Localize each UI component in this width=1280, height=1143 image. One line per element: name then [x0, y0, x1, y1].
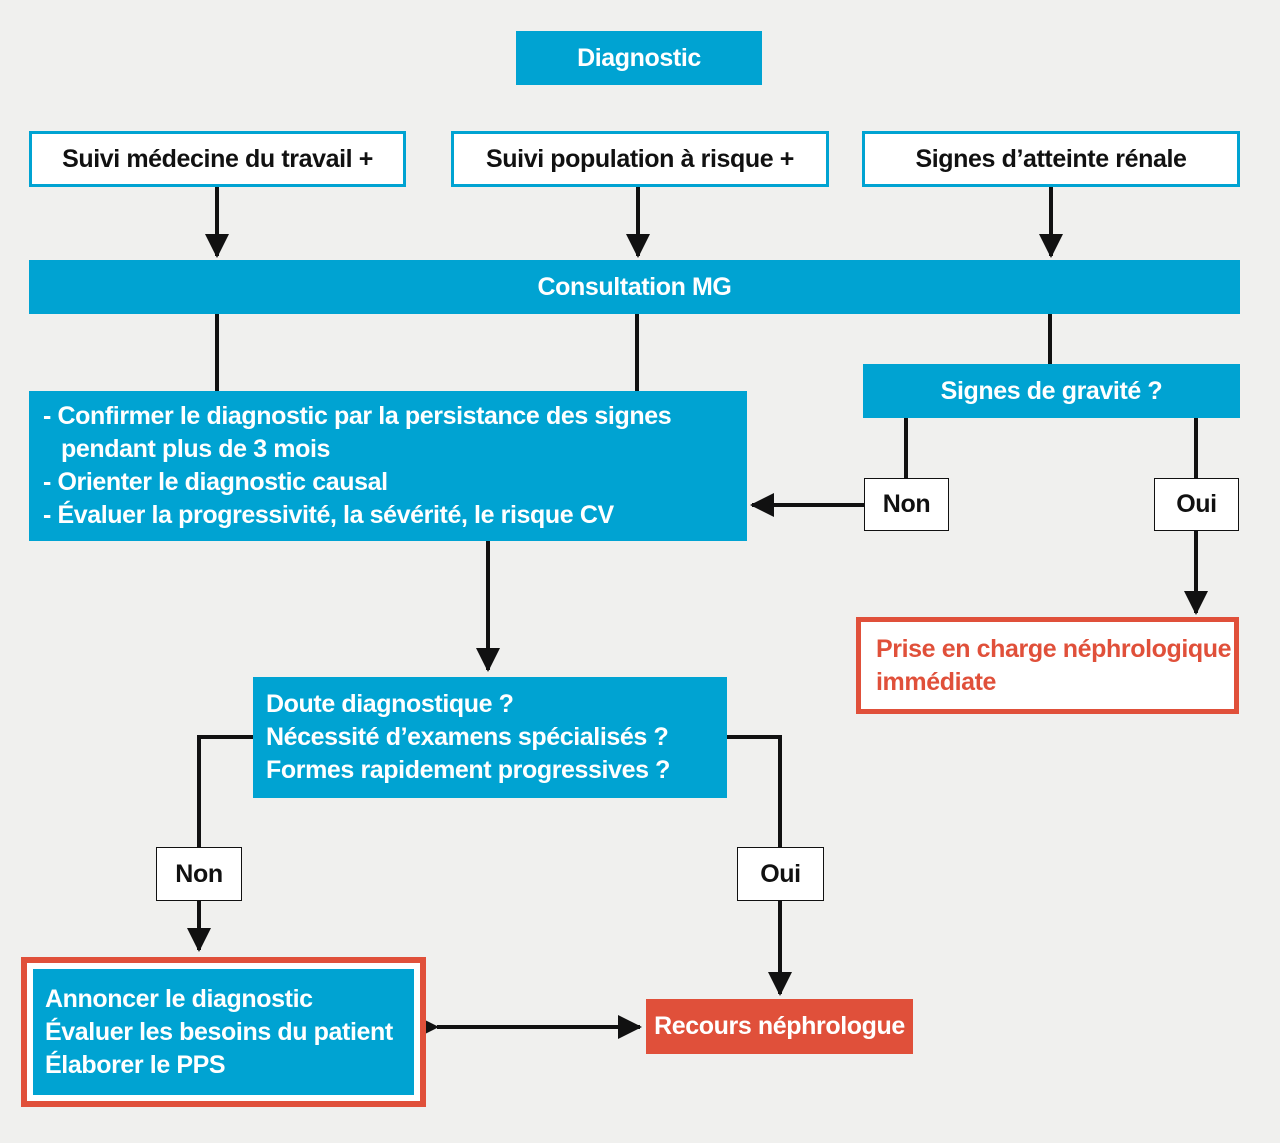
connector-doubt-to-no: [197, 735, 253, 847]
consultation-box: Consultation MG: [29, 260, 1240, 314]
final-actions-box: Annoncer le diagnostic Évaluer les besoi…: [33, 969, 414, 1095]
doubt-question-1: Doute diagnostique ?: [266, 690, 514, 718]
gravity-no-label: Non: [864, 478, 949, 531]
action-evaluate-risk: - Évaluer la progressivité, la sévérité,…: [43, 501, 614, 529]
referral-nephrologist-box: Recours néphrologue: [646, 999, 913, 1054]
doubt-question-2: Nécessité d’examens spécialisés ?: [266, 723, 669, 751]
source-risk-population-box: Suivi population à risque +: [451, 131, 829, 187]
urgent-line-1: Prise en charge néphrologique: [876, 634, 1232, 663]
doubt-questions-box: Doute diagnostique ? Nécessité d’examens…: [253, 677, 727, 798]
final-announce-diagnosis: Annoncer le diagnostic: [45, 984, 313, 1013]
urgent-line-2: immédiate: [876, 667, 997, 696]
action-confirm-diagnosis: - Confirmer le diagnostic par la persist…: [43, 402, 672, 463]
final-actions-frame: Annoncer le diagnostic Évaluer les besoi…: [21, 957, 426, 1107]
doubt-yes-label: Oui: [737, 847, 824, 901]
connector-doubt-to-yes: [727, 735, 782, 847]
source-occupational-health-box: Suivi médecine du travail +: [29, 131, 406, 187]
source-renal-signs-box: Signes d’atteinte rénale: [862, 131, 1240, 187]
gravity-question-box: Signes de gravité ?: [863, 364, 1240, 418]
diagnostic-title-box: Diagnostic: [516, 31, 762, 85]
action-orient-causal: - Orienter le diagnostic causal: [43, 468, 388, 496]
actions-box: - Confirmer le diagnostic par la persist…: [29, 391, 747, 541]
gravity-yes-label: Oui: [1154, 478, 1239, 531]
doubt-question-3: Formes rapidement progressives ?: [266, 756, 671, 784]
final-evaluate-needs: Évaluer les besoins du patient: [45, 1017, 393, 1046]
urgent-nephrology-box: Prise en charge néphrologique immédiate: [856, 617, 1239, 714]
final-elaborate-pps: Élaborer le PPS: [45, 1050, 226, 1079]
doubt-no-label: Non: [156, 847, 242, 901]
